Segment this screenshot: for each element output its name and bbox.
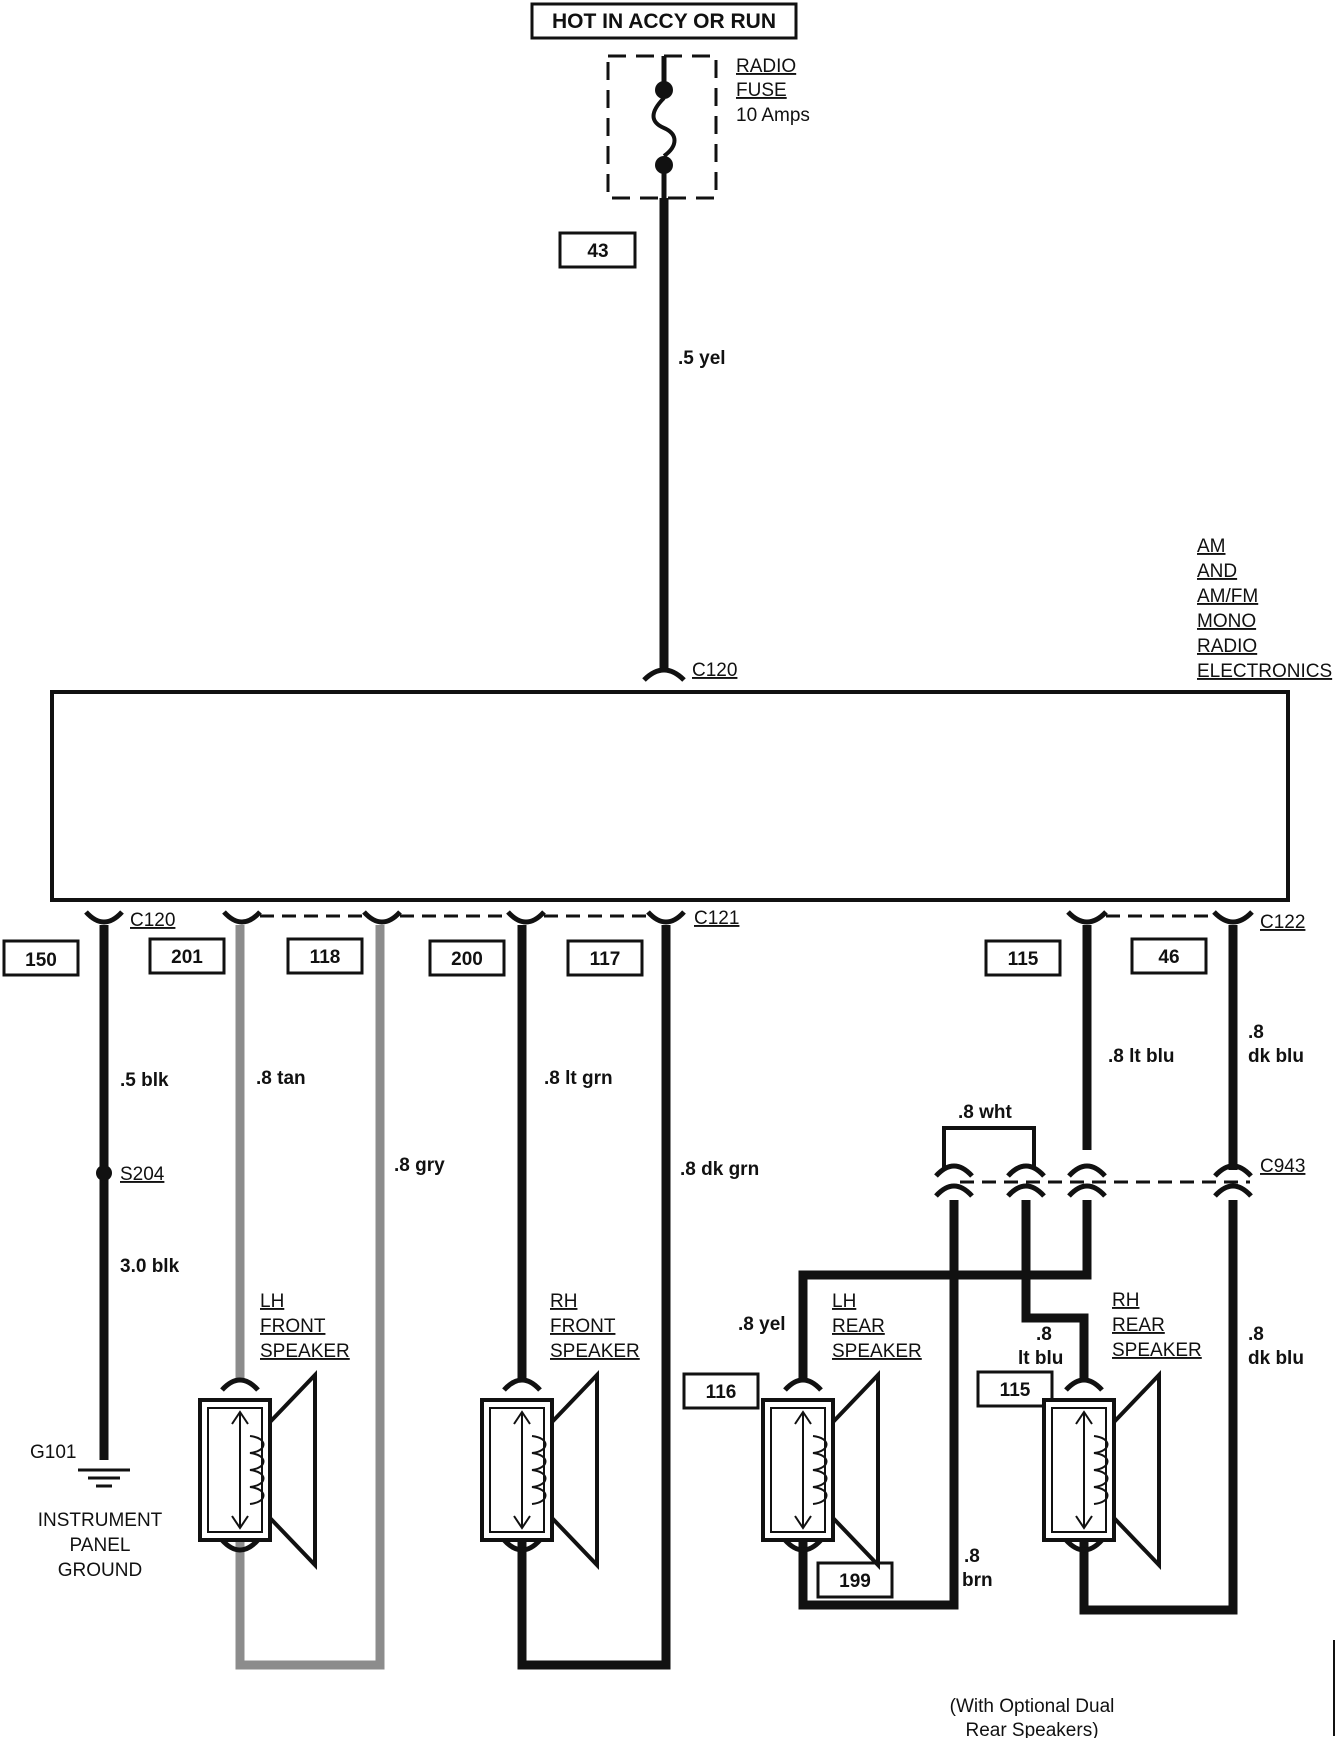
circuit-43-label: 43 — [587, 241, 608, 262]
feed-wire-label: .5 yel — [678, 348, 726, 369]
wire-jumper-wht — [942, 1126, 1036, 1168]
rh-rear-speaker-label-1: RH — [1112, 1290, 1139, 1311]
lh-rear-speaker-icon — [761, 1370, 880, 1570]
circuit-box-150 — [2, 939, 80, 977]
wire-lh-rear-yel — [798, 1200, 1092, 1380]
ground-wire-lower-label: 3.0 blk — [120, 1256, 180, 1277]
wire-rear-dk-blu-label-2: dk blu — [1248, 1046, 1304, 1067]
splice-s204-label: S204 — [120, 1164, 165, 1185]
wire-rh-rear-dk-blu — [1079, 1200, 1238, 1615]
ground-symbol — [78, 1468, 130, 1488]
wire-lh-rear-brn — [798, 1200, 959, 1610]
module-bottom-connectors — [84, 910, 1254, 925]
rh-rear-speaker-label-2: REAR — [1112, 1315, 1165, 1336]
module-label-line5: RADIO — [1197, 636, 1257, 657]
circuit-box-43 — [558, 231, 637, 269]
power-source-box — [530, 2, 798, 40]
c120-top-label: C120 — [692, 660, 737, 681]
lh-front-speaker-label-1: LH — [260, 1291, 284, 1312]
lh-front-speaker-label-3: SPEAKER — [260, 1341, 350, 1362]
wire-rh-front-lt-grn-label: .8 lt grn — [544, 1068, 613, 1089]
circuit-box-200 — [428, 939, 506, 977]
circuit-150-label: 150 — [25, 950, 57, 971]
lh-rear-speaker-label-1: LH — [832, 1291, 856, 1312]
circuit-200-label: 200 — [451, 949, 483, 970]
wire-rh-front-dk-grn-label: .8 dk grn — [680, 1159, 759, 1180]
wire-lh-rear-brn-label-2: brn — [962, 1570, 993, 1591]
module-label-line2: AND — [1197, 561, 1237, 582]
c120-top-connector — [642, 667, 686, 682]
module-label-line6: ELECTRONICS — [1197, 661, 1332, 682]
fuse-label-fuse: FUSE — [736, 80, 787, 101]
circuit-box-118 — [286, 937, 364, 975]
module-label-line4: MONO — [1197, 611, 1256, 632]
rh-rear-speaker-label-3: SPEAKER — [1112, 1340, 1202, 1361]
rh-front-speaker-icon — [480, 1370, 599, 1570]
circuit-box-115-top — [984, 939, 1062, 977]
ground-g101-label: G101 — [30, 1442, 76, 1463]
circuit-box-115-bottom — [976, 1370, 1054, 1408]
radio-fuse — [606, 54, 718, 200]
rh-front-speaker-label-2: FRONT — [550, 1316, 616, 1337]
wire-rear-dk-blu-label-1: .8 — [1248, 1022, 1264, 1043]
c943-connector — [934, 1163, 1253, 1198]
c943-label: C943 — [1260, 1156, 1305, 1177]
wire-lh-rear-yel-label: .8 yel — [738, 1314, 786, 1335]
wire-lh-front-tan-label: .8 tan — [256, 1068, 306, 1089]
module-label-line1: AM — [1197, 536, 1226, 557]
circuit-118-label: 118 — [310, 947, 341, 968]
radio-module-box — [50, 690, 1290, 902]
fuse-rating: 10 Amps — [736, 105, 810, 126]
wire-rh-front-dk-grn — [517, 925, 671, 1670]
lh-front-speaker-icon — [198, 1370, 317, 1570]
wire-rh-rear-lt-blu-label-1: .8 — [1036, 1324, 1052, 1345]
lh-front-speaker-label-2: FRONT — [260, 1316, 326, 1337]
c121-label: C121 — [694, 908, 739, 929]
circuit-201-label: 201 — [171, 947, 203, 968]
module-label-line3: AM/FM — [1197, 586, 1258, 607]
circuit-117-label: 117 — [590, 949, 621, 970]
wire-rear-lt-blu-label: .8 lt blu — [1108, 1046, 1175, 1067]
circuit-46-label: 46 — [1158, 947, 1179, 968]
circuit-199-label: 199 — [839, 1571, 871, 1592]
ground-label-line2: PANEL — [70, 1535, 131, 1556]
circuit-115-bottom-label: 115 — [1000, 1380, 1031, 1401]
lh-rear-speaker-label-2: REAR — [832, 1316, 885, 1337]
wire-lh-rear-brn-label-1: .8 — [964, 1546, 980, 1567]
circuit-box-117 — [566, 939, 644, 977]
circuit-116-label: 116 — [706, 1382, 737, 1403]
ground-label-line3: GROUND — [58, 1560, 142, 1581]
rh-front-speaker-label-3: SPEAKER — [550, 1341, 640, 1362]
c122-label: C122 — [1260, 912, 1305, 933]
circuit-box-46 — [1130, 937, 1208, 975]
footnote-line1: (With Optional Dual — [950, 1696, 1115, 1717]
rh-front-speaker-label-1: RH — [550, 1291, 577, 1312]
splice-s204-dot — [96, 1165, 112, 1181]
wire-lh-front-gry — [235, 925, 385, 1670]
circuit-115-top-label: 115 — [1008, 949, 1039, 970]
circuit-box-201 — [148, 937, 226, 975]
circuit-box-116 — [682, 1372, 760, 1410]
ground-wire-upper-label: .5 blk — [120, 1070, 169, 1091]
wire-rh-rear-dk-blu-label-1: .8 — [1248, 1324, 1264, 1345]
ground-label-line1: INSTRUMENT — [38, 1510, 163, 1531]
c120-bottom-label: C120 — [130, 910, 175, 931]
power-source-label: HOT IN ACCY OR RUN — [552, 10, 776, 33]
wire-rh-rear-lt-blu-label-2: lt blu — [1018, 1348, 1063, 1369]
wire-rh-rear-dk-blu-label-2: dk blu — [1248, 1348, 1304, 1369]
wire-rh-rear-lt-blu — [1021, 1200, 1089, 1380]
lh-rear-speaker-label-3: SPEAKER — [832, 1341, 922, 1362]
wire-lh-front-gry-label: .8 gry — [394, 1155, 445, 1176]
rh-rear-speaker-icon — [1042, 1370, 1161, 1570]
fuse-label-radio: RADIO — [736, 56, 796, 77]
footnote-line2: Rear Speakers) — [965, 1720, 1098, 1738]
wire-jumper-label: .8 wht — [958, 1102, 1013, 1123]
